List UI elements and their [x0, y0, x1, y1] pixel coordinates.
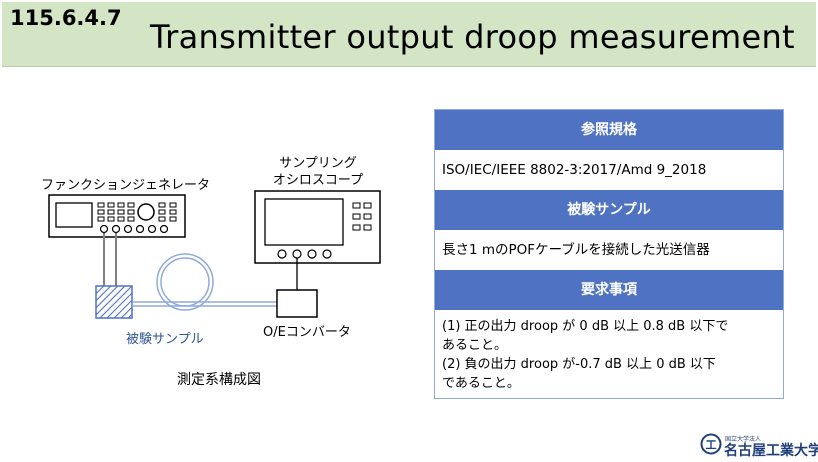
logo-small-text: 国立大学法人	[725, 436, 762, 443]
reference-value: ISO/IEC/IEEE 8802-3:2017/Amd 9_2018	[435, 150, 783, 190]
page-title: Transmitter output droop measurement	[150, 18, 795, 56]
sample-value: 長さ1 mのPOFケーブルを接続した光送信器	[435, 230, 783, 270]
function-generator	[48, 194, 186, 238]
oscilloscope-label-line1: サンプリング	[279, 156, 357, 171]
section-number: 115.6.4.7	[10, 6, 122, 30]
requirement-2-line2: であること。	[442, 376, 520, 391]
logo-name: 名古屋工業大学	[724, 443, 818, 459]
emblem-mark: 工	[706, 439, 717, 452]
university-logo: 工 国立大学法人 名古屋工業大学	[700, 433, 818, 459]
university-emblem-icon: 工	[700, 433, 722, 455]
requirement-2-line1: (2) 負の出力 droop が-0.7 dB 以上 0 dB 以下	[442, 357, 716, 372]
sample-header: 被験サンプル	[435, 190, 783, 230]
reference-table: 参照規格 ISO/IEC/IEEE 8802-3:2017/Amd 9_2018…	[434, 109, 784, 399]
diagram-caption: 測定系構成図	[177, 372, 261, 388]
device-under-test	[95, 285, 133, 319]
oe-converter-label: O/Eコンバータ	[263, 325, 351, 340]
pof-fiber	[132, 253, 277, 311]
device-under-test-label: 被験サンプル	[126, 332, 204, 347]
function-generator-knob	[137, 203, 155, 221]
function-generator-screen	[55, 202, 93, 228]
reference-header: 参照規格	[435, 110, 783, 150]
requirements-header: 要求事項	[435, 270, 783, 310]
requirement-1-line2: あること。	[442, 338, 508, 353]
oscilloscope-screen	[264, 198, 344, 246]
requirements-value: (1) 正の出力 droop が 0 dB 以上 0.8 dB 以下で あること…	[435, 310, 783, 398]
function-generator-label: ファンクションジェネレータ	[41, 178, 211, 193]
title-bar: 115.6.4.7 Transmitter output droop measu…	[2, 2, 816, 67]
oe-converter	[276, 289, 318, 318]
oscilloscope-label-line2: オシロスコープ	[272, 173, 364, 188]
requirement-1-line1: (1) 正の出力 droop が 0 dB 以上 0.8 dB 以下で	[442, 319, 729, 334]
sampling-oscilloscope	[254, 190, 381, 264]
